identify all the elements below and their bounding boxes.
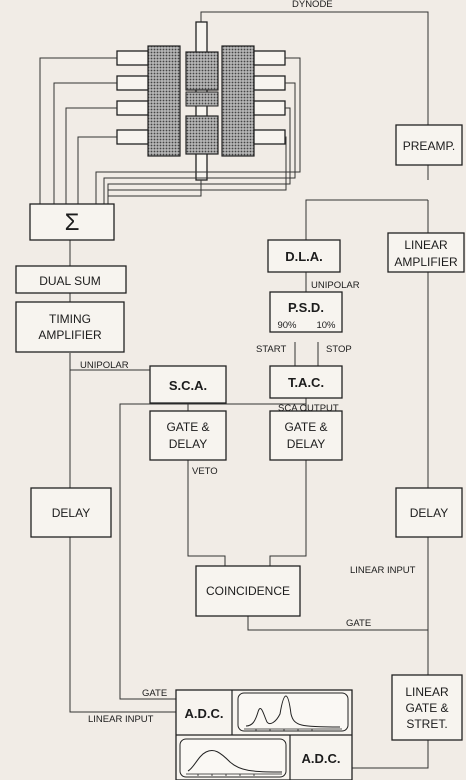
signal-wires: [39, 11, 429, 769]
stop-label: STOP: [326, 344, 352, 355]
detector-assembly: [116, 21, 286, 181]
adc-top-label: A.D.C.: [185, 706, 224, 721]
pmt-left-1: [116, 50, 149, 66]
dynode-label: DYNODE: [292, 0, 333, 10]
wire-dynode: [200, 11, 429, 125]
adc-unit: A.D.C. A.D.C.: [175, 689, 353, 780]
gate-delay-box-2: GATE & DELAY: [269, 410, 343, 461]
pmt-right-3: [253, 100, 286, 116]
unipolar-label-1: UNIPOLAR: [311, 280, 360, 291]
pmt-left-4: [116, 129, 149, 145]
tac-box: T.A.C.: [269, 365, 343, 399]
sca-box: S.C.A.: [149, 365, 227, 404]
svg-text:COINCIDENCE: COINCIDENCE: [206, 584, 290, 598]
dla-box: D.L.A.: [267, 239, 341, 273]
pmt-left-3: [116, 100, 149, 116]
svg-text:P.S.D.: P.S.D.: [288, 300, 324, 315]
linear-input-label-right: LINEAR INPUT: [350, 565, 416, 576]
dual-sum-box: DUAL SUM: [15, 265, 127, 294]
timing-amplifier-box: TIMING AMPLIFIER: [15, 301, 125, 353]
veto-label: VETO: [192, 466, 218, 477]
svg-text:AMPLIFIER: AMPLIFIER: [394, 255, 458, 269]
gate-label-left: GATE: [142, 688, 167, 699]
crystal-block-center-top: [185, 51, 219, 91]
svg-text:D.L.A.: D.L.A.: [285, 249, 323, 264]
svg-text:GATE &: GATE &: [166, 420, 209, 434]
delay-right-box: DELAY: [395, 487, 463, 538]
svg-text:DELAY: DELAY: [410, 506, 448, 520]
svg-text:GATE &: GATE &: [284, 420, 327, 434]
pmt-left-2: [116, 75, 149, 91]
linear-gate-stretcher-box: LINEAR GATE & STRET.: [391, 674, 463, 741]
crystal-block-left: [147, 45, 181, 157]
crystal-block-right: [221, 45, 255, 157]
spectrum-broad-icon: [179, 738, 287, 778]
crystal-block-center-mid: [185, 91, 219, 107]
spectrum-peaks-icon: [237, 692, 349, 732]
svg-text:GATE &: GATE &: [405, 701, 448, 715]
svg-text:LINEAR: LINEAR: [404, 238, 448, 252]
linear-input-label-left: LINEAR INPUT: [88, 714, 154, 725]
linear-amplifier-box: LINEAR AMPLIFIER: [387, 232, 465, 273]
sum-icon: Σ: [65, 209, 80, 236]
coincidence-box: COINCIDENCE: [195, 565, 301, 617]
svg-text:T.A.C.: T.A.C.: [288, 375, 324, 390]
svg-text:DELAY: DELAY: [169, 437, 207, 451]
svg-text:TIMING: TIMING: [49, 312, 91, 326]
gate-label-mid: GATE: [346, 618, 371, 629]
pmt-right-4: [253, 129, 286, 145]
svg-text:AMPLIFIER: AMPLIFIER: [38, 328, 102, 342]
psd-box: P.S.D. 90% 10%: [269, 291, 343, 333]
delay-left-box: DELAY: [30, 487, 112, 538]
svg-text:STRET.: STRET.: [406, 717, 447, 731]
preamp-box: PREAMP.: [395, 124, 463, 166]
svg-text:LINEAR: LINEAR: [405, 685, 449, 699]
pmt-right-2: [253, 75, 286, 91]
svg-text:PREAMP.: PREAMP.: [403, 139, 455, 153]
adc-bottom-label: A.D.C.: [302, 751, 341, 766]
pmt-right-1: [253, 50, 286, 66]
svg-text:S.C.A.: S.C.A.: [169, 378, 207, 393]
crystal-block-center-bottom: [185, 115, 219, 155]
svg-text:10%: 10%: [316, 320, 336, 331]
svg-text:DELAY: DELAY: [287, 437, 325, 451]
sca-output-label: SCA OUTPUT: [278, 403, 339, 414]
dual-sum-label: DUAL SUM: [39, 274, 101, 288]
gate-delay-box-1: GATE & DELAY: [149, 410, 227, 461]
svg-text:DELAY: DELAY: [52, 506, 90, 520]
sum-box: Σ: [29, 203, 115, 241]
unipolar-label-2: UNIPOLAR: [80, 360, 129, 371]
svg-text:90%: 90%: [277, 320, 297, 331]
start-label: START: [256, 344, 286, 355]
